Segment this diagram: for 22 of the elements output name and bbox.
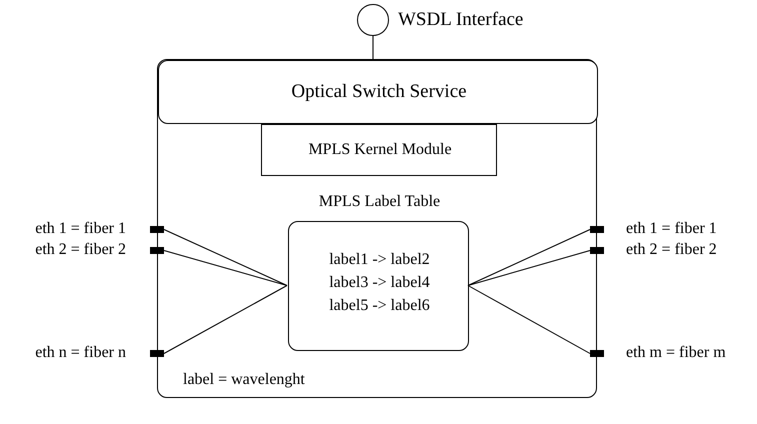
note-text: label = wavelenght [183, 370, 305, 390]
connector-line [164, 250, 288, 286]
port-label: eth n = fiber n [35, 343, 126, 363]
table-entry: label5 -> label6 [328, 296, 431, 316]
service-title: Optical Switch Service [290, 82, 468, 102]
port-label: eth 2 = fiber 2 [35, 240, 126, 260]
connector-line [164, 229, 288, 286]
connector-line [372, 36, 374, 60]
interface-label: WSDL Interface [398, 10, 524, 30]
component-box [157, 59, 597, 398]
port-label: eth m = fiber m [626, 343, 726, 363]
port-label: eth 2 = fiber 2 [626, 240, 717, 260]
service-header [158, 60, 598, 124]
table-heading: MPLS Label Table [318, 192, 442, 212]
table-entry: label1 -> label2 [328, 250, 431, 270]
connector-line [468, 229, 590, 286]
module-title: MPLS Kernel Module [307, 140, 453, 160]
port-label: eth 1 = fiber 1 [35, 219, 126, 239]
module-box [261, 124, 497, 176]
connector-line [468, 250, 590, 286]
table-entry: label3 -> label4 [328, 273, 431, 293]
port-label: eth 1 = fiber 1 [626, 219, 717, 239]
